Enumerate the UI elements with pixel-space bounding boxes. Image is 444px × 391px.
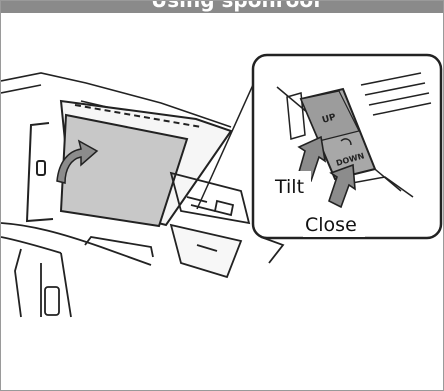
tilt-label: Tilt xyxy=(274,176,304,198)
header-title: Using sponroof xyxy=(151,1,322,12)
cabin-lines xyxy=(1,223,153,317)
side-pillar xyxy=(27,123,53,221)
header-bar: Using sponroof xyxy=(1,1,443,13)
close-label: Close xyxy=(305,214,357,236)
sunroof-illustration: UP DOWN Tilt Close xyxy=(1,13,443,318)
